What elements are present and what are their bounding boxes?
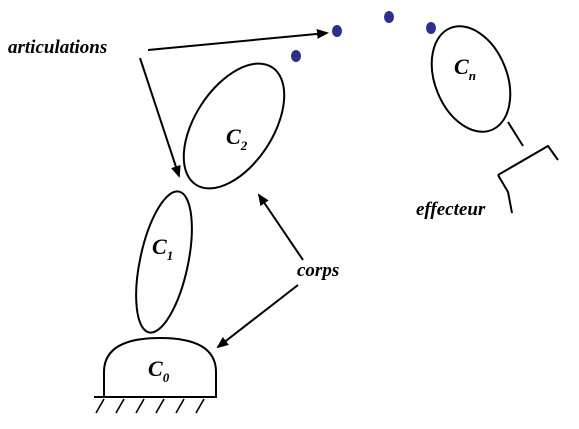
arrow-corps-to-c2 xyxy=(257,193,304,261)
body-cn xyxy=(430,25,512,133)
label-articulations: articulations xyxy=(8,37,107,58)
effector-gripper xyxy=(497,121,559,214)
joint-dot-1 xyxy=(332,25,342,37)
joint-dots xyxy=(291,11,436,62)
joint-dot-3 xyxy=(426,22,436,34)
joint-dot-2 xyxy=(384,11,394,23)
label-c1: C1 xyxy=(152,234,173,263)
label-cn: Cn xyxy=(454,54,476,83)
arrow-corps-to-c0 xyxy=(216,284,299,349)
base-body-c0 xyxy=(103,336,217,398)
label-c2: C2 xyxy=(226,124,248,153)
label-c0: C0 xyxy=(148,356,170,385)
body-c2 xyxy=(182,62,286,190)
arrow-articulations-to-c1-c2 xyxy=(139,57,181,178)
joint-dot-4 xyxy=(291,50,301,62)
ground-hatching xyxy=(94,396,214,414)
label-corps: corps xyxy=(297,260,339,281)
arrow-articulations-to-joint xyxy=(147,28,329,51)
label-effecteur: effecteur xyxy=(416,199,486,220)
body-c1 xyxy=(135,190,193,334)
